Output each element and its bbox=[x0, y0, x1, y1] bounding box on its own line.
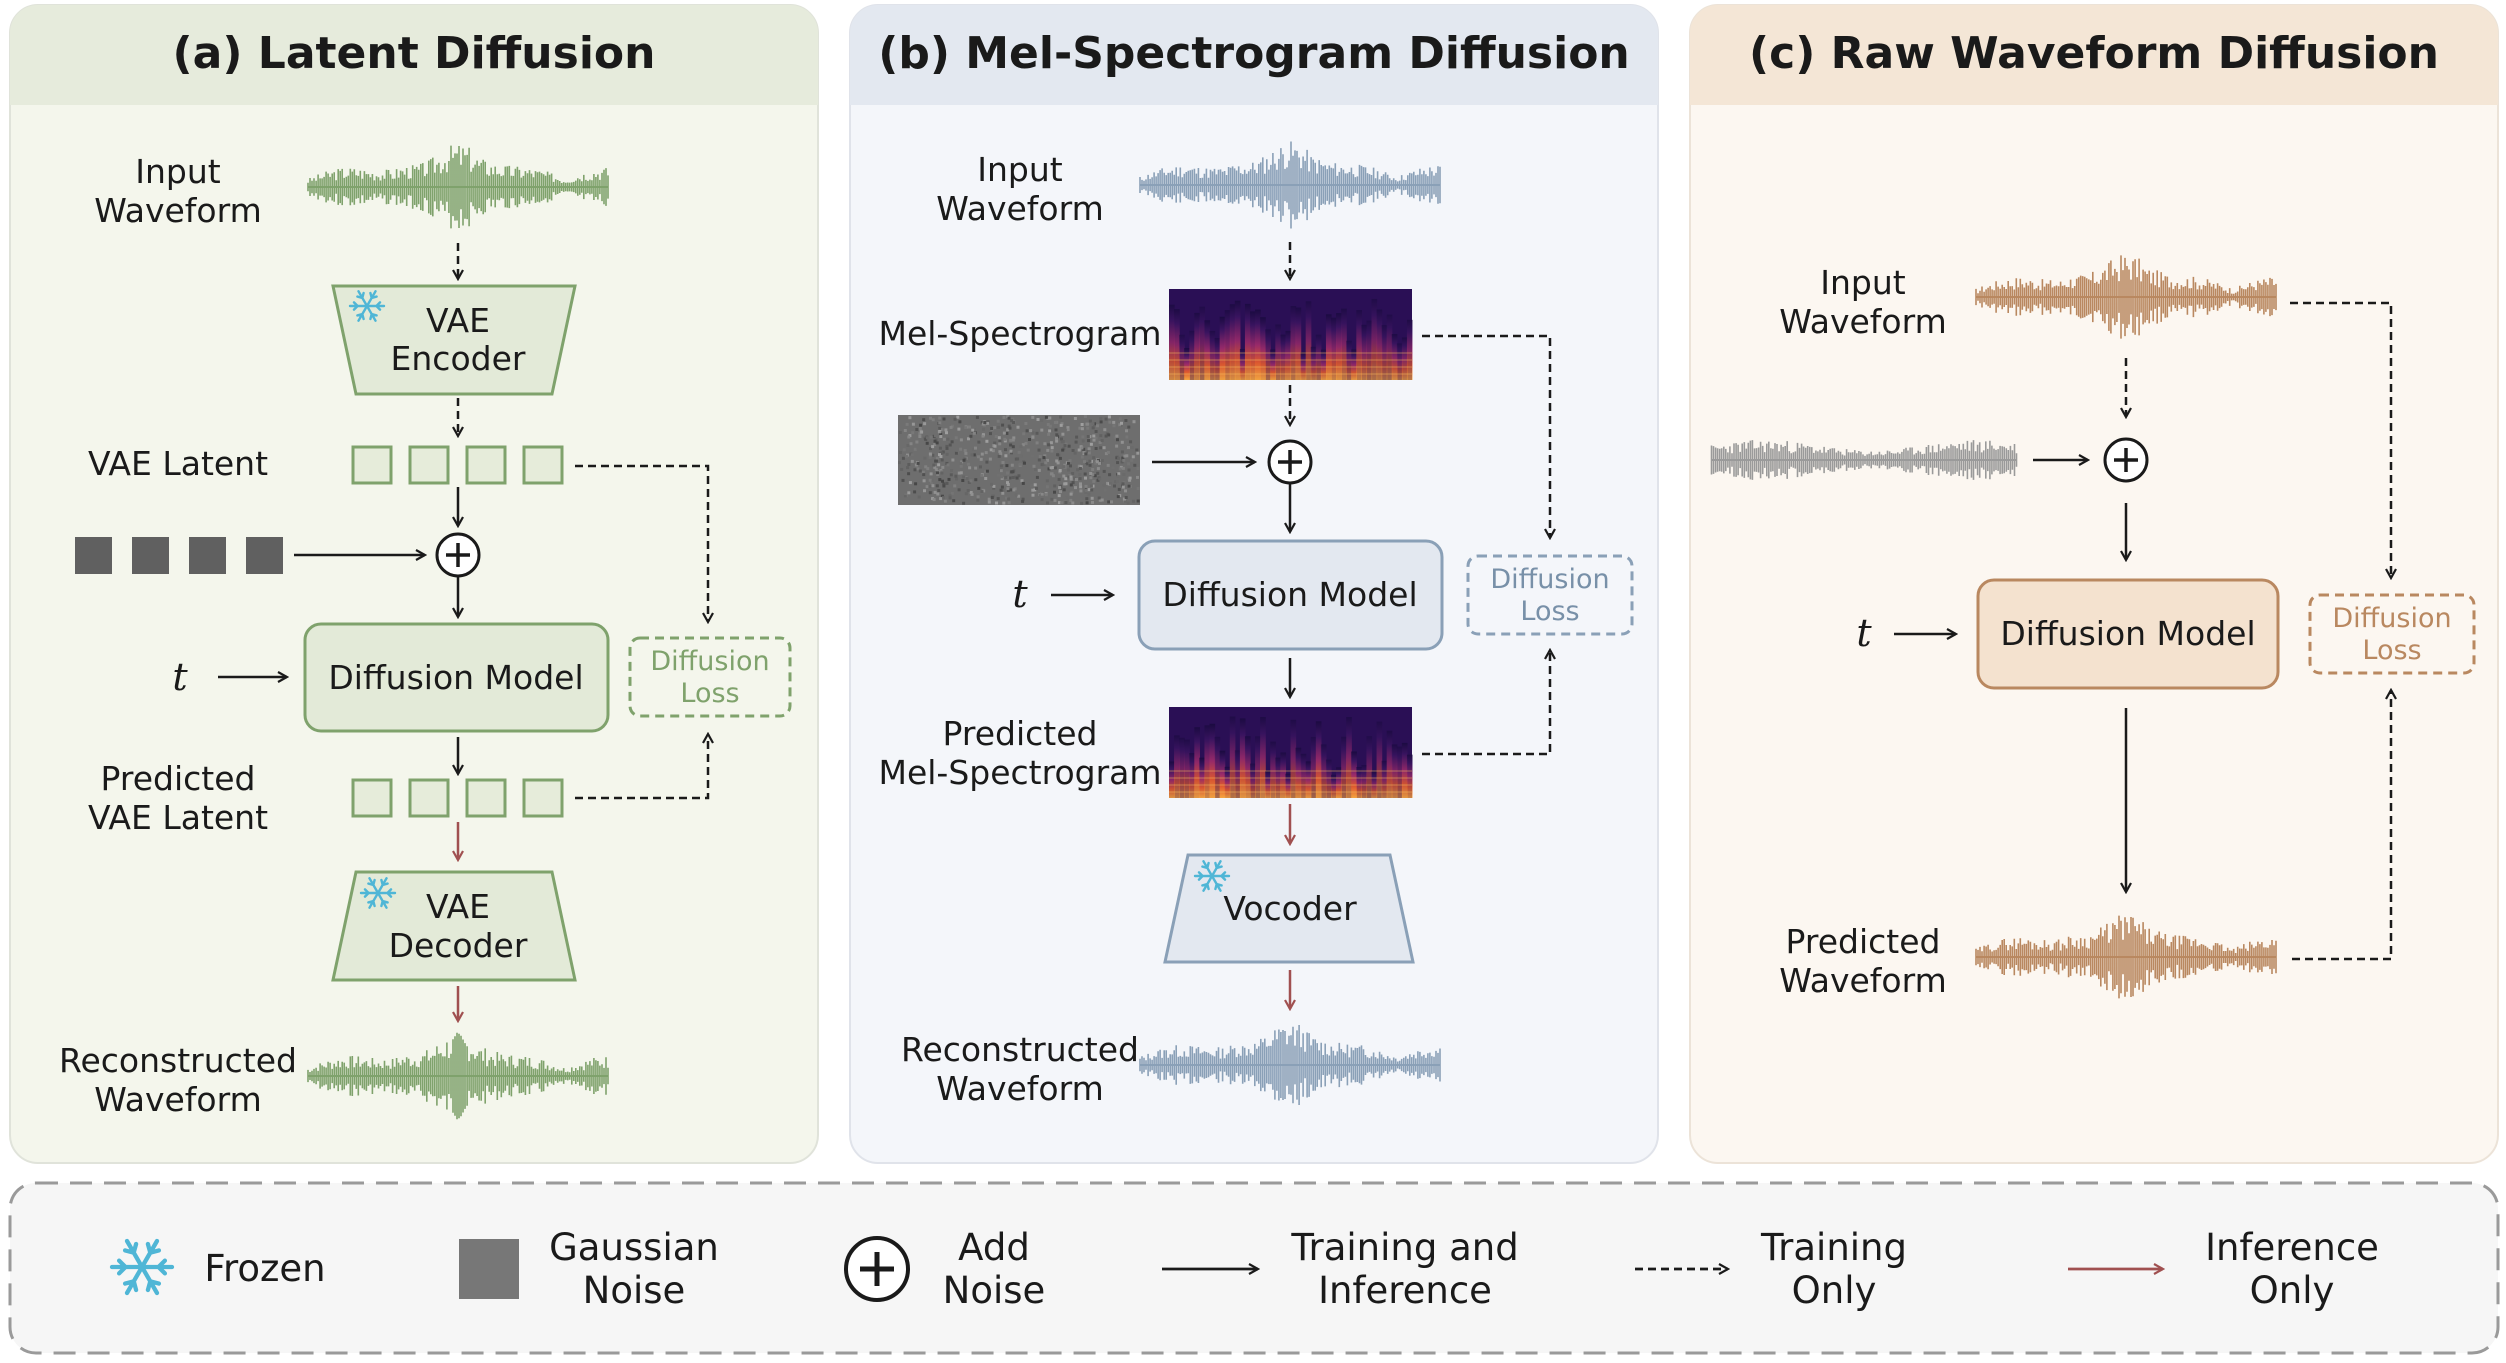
panel-b-loss-label-2: Loss bbox=[1520, 596, 1579, 627]
legend-noise-label-1: Gaussian bbox=[549, 1226, 719, 1269]
panel-mel-spectrogram-diffusion: (b) Mel-Spectrogram Diffusion Input Wave… bbox=[849, 4, 1659, 1164]
legend-noise-swatch bbox=[459, 1239, 519, 1299]
panel-a-diffusion-loss bbox=[628, 636, 792, 718]
vae-latent-label: VAE Latent bbox=[88, 444, 268, 483]
panel-a-title: (a) Latent Diffusion bbox=[173, 28, 656, 79]
panel-b-pred-label-2: Mel-Spectrogram bbox=[878, 753, 1161, 792]
snowflake-icon bbox=[109, 1238, 175, 1296]
add-noise-icon bbox=[1267, 439, 1313, 485]
panel-b-reconstructed-waveform bbox=[1139, 1025, 1441, 1105]
add-noise-icon bbox=[435, 532, 481, 578]
legend-inf-only-label-2: Only bbox=[2250, 1269, 2335, 1312]
panel-a-loss-label-1: Diffusion bbox=[650, 646, 769, 677]
panel-c-predicted-waveform bbox=[1975, 915, 2277, 999]
gaussian-noise-tokens bbox=[75, 537, 283, 574]
panel-c-loss-label-1: Diffusion bbox=[2332, 603, 2451, 634]
legend-add-label-2: Noise bbox=[943, 1269, 1046, 1312]
panel-a-loss-label-2: Loss bbox=[680, 678, 739, 709]
panel-latent-diffusion: (a) Latent Diffusion Input Waveform VAE … bbox=[9, 4, 819, 1164]
legend-train-inf-label-1: Training and bbox=[1290, 1226, 1518, 1269]
panel-c-t-label: t bbox=[1856, 611, 1872, 655]
panel-c-diffusion-model bbox=[1976, 578, 2280, 690]
panel-raw-waveform-diffusion: (c) Raw Waveform Diffusion Input Wavefor… bbox=[1689, 4, 2499, 1164]
panel-c-pred-label-1: Predicted bbox=[1786, 922, 1941, 961]
panel-b-recon-label-2: Waveform bbox=[936, 1069, 1104, 1108]
vae-latent-tokens bbox=[351, 445, 564, 485]
panel-a-input-label-1: Input bbox=[135, 152, 221, 191]
panel-a-recon-label-2: Waveform bbox=[94, 1080, 262, 1119]
snowflake-icon bbox=[348, 290, 386, 322]
legend-add-label-1: Add bbox=[958, 1226, 1030, 1269]
arrow-input-to-loss bbox=[2290, 301, 2391, 578]
panel-b-diffusion-loss bbox=[1466, 554, 1634, 636]
panel-a-input-waveform bbox=[307, 145, 609, 229]
panel-b-title: (b) Mel-Spectrogram Diffusion bbox=[878, 28, 1630, 79]
panel-c-model-label: Diffusion Model bbox=[2000, 614, 2255, 653]
panel-a-input-label-2: Waveform bbox=[94, 191, 262, 230]
vae-encoder-label-1: VAE bbox=[426, 301, 490, 340]
panel-b-model-label: Diffusion Model bbox=[1162, 575, 1417, 614]
mel-spectrogram-image bbox=[1169, 289, 1413, 380]
panel-a-model-label: Diffusion Model bbox=[328, 658, 583, 697]
panel-b-pred-label-1: Predicted bbox=[943, 714, 1098, 753]
legend-inf-only-label-1: Inference bbox=[2205, 1226, 2379, 1269]
legend-frozen-label: Frozen bbox=[204, 1247, 325, 1290]
gaussian-noise-waveform bbox=[1710, 440, 2018, 480]
arrow-pred-to-loss bbox=[2292, 690, 2391, 961]
arrow-mel-to-loss bbox=[1422, 334, 1550, 538]
vae-encoder-label-2: Encoder bbox=[391, 339, 526, 378]
arrow-latent-to-loss bbox=[575, 464, 708, 622]
panel-a-reconstructed-waveform bbox=[307, 1032, 609, 1120]
arrow-pred-to-loss bbox=[1422, 650, 1550, 756]
panel-a-diffusion-model bbox=[303, 622, 610, 733]
panel-a-recon-label-1: Reconstructed bbox=[59, 1041, 297, 1080]
legend: Frozen Gaussian Noise Add Noise Training… bbox=[8, 1181, 2500, 1355]
vae-encoder-block bbox=[331, 284, 577, 396]
legend-noise-label-2: Noise bbox=[583, 1269, 686, 1312]
vocoder-block bbox=[1163, 853, 1415, 964]
snowflake-icon bbox=[1193, 860, 1231, 892]
add-noise-icon bbox=[2103, 437, 2149, 483]
panel-c-input-label-1: Input bbox=[1820, 263, 1906, 302]
mel-spectrogram-label: Mel-Spectrogram bbox=[878, 314, 1161, 353]
snowflake-icon bbox=[359, 877, 397, 909]
panel-c-input-label-2: Waveform bbox=[1779, 302, 1947, 341]
panel-c-diffusion-loss bbox=[2308, 593, 2476, 675]
vae-decoder-label-1: VAE bbox=[426, 887, 490, 926]
predicted-latent-tokens bbox=[351, 778, 564, 818]
gaussian-noise-image bbox=[898, 415, 1140, 505]
panel-a-t-label: t bbox=[172, 655, 188, 699]
panel-b-input-label-2: Waveform bbox=[936, 189, 1104, 228]
vocoder-label: Vocoder bbox=[1223, 889, 1357, 928]
panel-c-loss-label-2: Loss bbox=[2362, 635, 2421, 666]
panel-b-input-label-1: Input bbox=[977, 150, 1063, 189]
panel-a-pred-label-2: VAE Latent bbox=[88, 798, 268, 837]
predicted-mel-spectrogram-image bbox=[1169, 707, 1413, 798]
legend-train-inf-label-2: Inference bbox=[1318, 1269, 1492, 1312]
arrow-pred-to-loss bbox=[575, 734, 708, 800]
legend-train-only-label-2: Only bbox=[1792, 1269, 1877, 1312]
vae-decoder-block bbox=[331, 870, 577, 982]
panel-b-t-label: t bbox=[1012, 572, 1028, 616]
legend-train-only-label-1: Training bbox=[1760, 1226, 1907, 1269]
panel-b-diffusion-model bbox=[1137, 539, 1444, 651]
panel-b-loss-label-1: Diffusion bbox=[1490, 564, 1609, 595]
add-noise-icon bbox=[844, 1236, 910, 1302]
panel-c-input-waveform bbox=[1975, 255, 2277, 339]
vae-decoder-label-2: Decoder bbox=[389, 926, 528, 965]
panel-b-recon-label-1: Reconstructed bbox=[901, 1030, 1139, 1069]
panel-a-pred-label-1: Predicted bbox=[101, 759, 256, 798]
panel-c-pred-label-2: Waveform bbox=[1779, 961, 1947, 1000]
panel-b-input-waveform bbox=[1139, 141, 1441, 229]
panel-c-title: (c) Raw Waveform Diffusion bbox=[1749, 28, 2439, 79]
